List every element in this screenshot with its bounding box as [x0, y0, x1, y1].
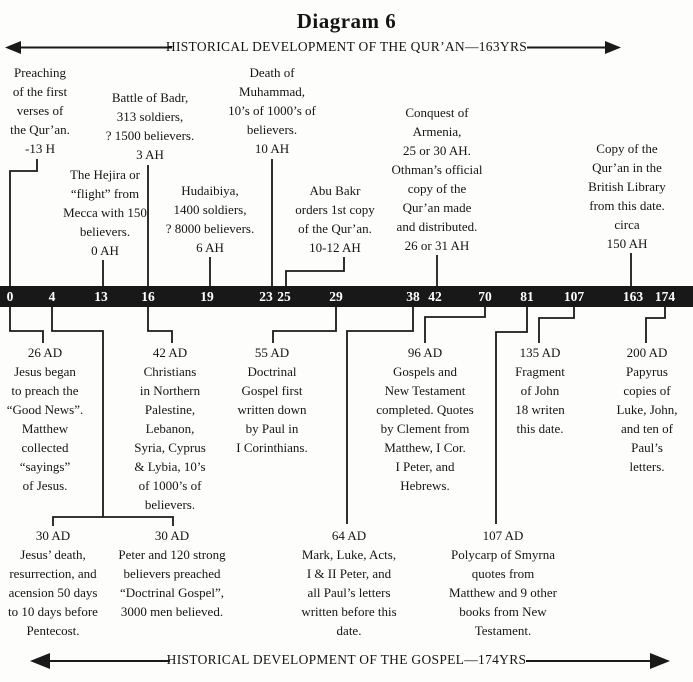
gospel-arrow-label: HISTORICAL DEVELOPMENT OF THE GOSPEL—174…	[166, 652, 527, 667]
gospel-event-resurrection-30ad: 30 AD Jesus’ death, resurrection, and ac…	[8, 528, 98, 638]
tick-13: 13	[94, 289, 108, 304]
tick-16: 16	[141, 289, 155, 304]
gospel-event-polycarp-107ad: 107 AD Polycarp of Smyrna quotes from Ma…	[449, 528, 557, 638]
gospel-event-john-fragment-135ad: 135 AD Fragment of John 18 writen this d…	[515, 345, 565, 436]
tick-38: 38	[406, 289, 420, 304]
connector-preaching-to-0	[9, 159, 38, 287]
connector-29-to-55ad	[272, 307, 337, 343]
timeline-bar: 0 4 13 16 19 23 25 29 38 42 70 81 107 16…	[0, 286, 693, 307]
tick-4: 4	[48, 289, 56, 304]
connector-70-to-96ad	[424, 307, 486, 343]
quran-arrow-label: HISTORICAL DEVELOPMENT OF THE QUR’AN—163…	[165, 39, 528, 54]
connector-174-to-200ad	[645, 307, 666, 343]
quran-event-hudaibiya: Hudaibiya, 1400 soldiers, ? 8000 believe…	[165, 183, 255, 255]
connector-81-to-107ad	[495, 307, 528, 524]
connector-30ad-fork-bracket	[52, 516, 174, 526]
connector-4-to-30ad-stem	[51, 307, 104, 517]
connector-38-to-64ad	[346, 307, 414, 524]
connector-0-to-26ad	[9, 307, 44, 343]
quran-event-preaching-first-verses: Preaching of the first verses of the Qur…	[10, 65, 70, 156]
quran-event-abu-bakr-first-copy: Abu Bakr orders 1st copy of the Qur’an. …	[295, 183, 375, 255]
gospel-event-jesus-preaching-26ad: 26 AD Jesus began to preach the “Good Ne…	[6, 345, 84, 493]
quran-event-death-of-muhammad: Death of Muhammad, 10’s of 1000’s of bel…	[228, 65, 316, 156]
gospel-event-christians-42ad: 42 AD Christians in Northern Palestine, …	[134, 345, 206, 512]
quran-event-battle-of-badr: Battle of Badr, 313 soldiers, ? 1500 bel…	[105, 90, 195, 162]
tick-23: 23	[259, 289, 273, 304]
tick-70: 70	[478, 289, 492, 304]
gospel-event-peter-believers-30ad: 30 AD Peter and 120 strong believers pre…	[118, 528, 226, 619]
tick-0: 0	[6, 289, 14, 304]
gospel-event-books-written-64ad: 64 AD Mark, Luke, Acts, I & II Peter, an…	[301, 528, 397, 638]
top-arrowhead-left-icon	[5, 41, 21, 54]
tick-42: 42	[428, 289, 442, 304]
connector-16-to-42ad	[147, 307, 173, 343]
quran-event-hejira: The Hejira or “flight” from Mecca with 1…	[63, 167, 147, 258]
quran-event-british-library-copy: Copy of the Qur’an in the British Librar…	[588, 141, 666, 251]
top-arrowhead-right-icon	[605, 41, 621, 54]
gospel-event-doctrinal-gospel-55ad: 55 AD Doctrinal Gospel first written dow…	[236, 345, 308, 455]
tick-174: 174	[654, 289, 676, 304]
bottom-arrowhead-right-icon	[650, 653, 670, 669]
tick-25: 25	[277, 289, 291, 304]
bottom-arrowhead-left-icon	[30, 653, 50, 669]
quran-event-conquest-armenia-othman: Conquest of Armenia, 25 or 30 AH. Othman…	[391, 105, 483, 253]
tick-163: 163	[622, 289, 644, 304]
tick-29: 29	[329, 289, 343, 304]
gospel-event-papyrus-copies-200ad: 200 AD Papyrus copies of Luke, John, and…	[616, 345, 678, 474]
connector-107-to-135ad	[538, 307, 575, 343]
gospel-event-nt-completed-96ad: 96 AD Gospels and New Testament complete…	[376, 345, 474, 493]
connector-abubakr-to-25	[285, 257, 345, 287]
tick-107: 107	[563, 289, 585, 304]
tick-81: 81	[520, 289, 534, 304]
page-title: Diagram 6	[296, 9, 397, 33]
tick-19: 19	[200, 289, 214, 304]
